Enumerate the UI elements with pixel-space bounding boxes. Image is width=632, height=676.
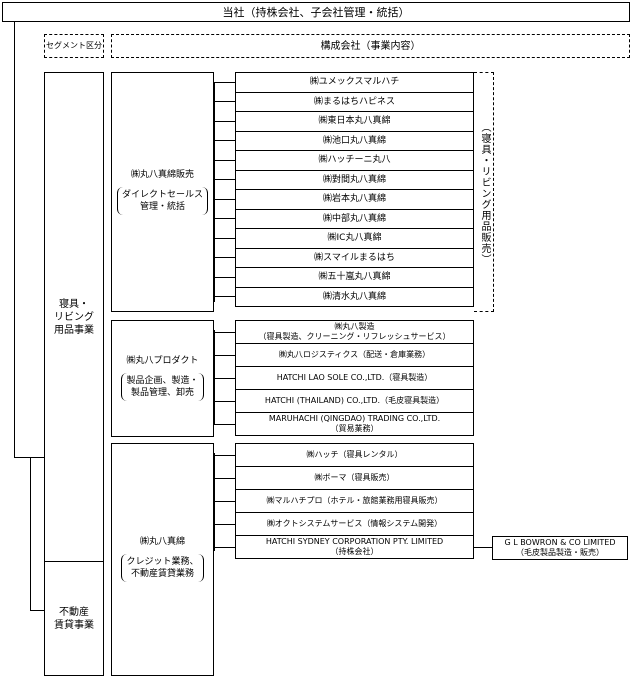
subsidiary-box: ㈱岩本丸八真綿	[235, 189, 474, 210]
subsidiary-label: MARUHACHI (QINGDAO) TRADING CO.,LTD. （貿易…	[268, 414, 441, 433]
segment-bedding: 寝具・ リビング 用品事業	[44, 72, 104, 562]
sub-connector	[214, 377, 235, 379]
sales-note-box	[474, 72, 494, 312]
companies-header-label: 構成会社（事業内容）	[320, 40, 421, 52]
realestate-link	[30, 610, 44, 611]
group-sales-role: ダイレクトセールス 管理・統括	[116, 187, 208, 215]
subsidiary-label: ㈱對間丸八真綿	[322, 174, 386, 185]
subsidiary-label: ㈱マルハチプロ（ホテル・旅館業務用寝具販売）	[266, 496, 443, 505]
group-product-box: ㈱丸八プロダクト 製品企画、製造・ 製品管理、卸売	[111, 320, 214, 437]
subsidiary-label: ㈱清水丸八真綿	[322, 291, 386, 302]
group-sales-box: ㈱丸八真綿販売 ダイレクトセールス 管理・統括	[111, 72, 214, 312]
sub-connector	[214, 500, 235, 502]
subsidiary-label: ㈱池口丸八真綿	[322, 135, 386, 146]
subsidiary-box: ㈱中部丸八真綿	[235, 208, 474, 229]
subsidiary-box: ㈱丸八ロジスティクス（配送・倉庫業務）	[235, 343, 474, 367]
subsidiary-label: HATCHI (THAILAND) CO.,LTD.（毛皮寝具製造）	[264, 396, 445, 405]
subsidiary-label: ㈱ボーマ（寝具販売）	[314, 473, 395, 482]
subsidiary-label: ㈱東日本丸八真綿	[318, 116, 391, 127]
subsidiary-box: ㈱對間丸八真綿	[235, 169, 474, 190]
subsidiary-box: HATCHI SYDNEY CORPORATION PTY. LIMITED （…	[235, 535, 474, 559]
sub-connector	[214, 423, 235, 425]
segment-bedding-label: 寝具・ リビング 用品事業	[54, 298, 94, 336]
sub-connector	[214, 276, 235, 278]
subsidiary-label: ㈱ハッチ（寝具レンタル）	[306, 450, 403, 459]
sub-connector	[214, 81, 235, 83]
sub-connector	[214, 120, 235, 122]
subsidiary-box: ㈱東日本丸八真綿	[235, 111, 474, 132]
group-maruhachi-role: クレジット業務、 不動産賃貸業務	[121, 554, 204, 582]
subsidiary-box: ㈱ボーマ（寝具販売）	[235, 466, 474, 490]
sales-note-label: （寝具・リビング用品販売）	[479, 122, 490, 265]
subsidiary-box: ㈱丸八製造 （寝具製造、クリーニング・リフレッシュサービス）	[235, 320, 474, 344]
subsidiary-box: ㈱IC丸八真綿	[235, 228, 474, 249]
subsidiary-label: ㈱オクトシステムサービス（情報システム開発）	[266, 519, 443, 528]
group-sales-spine	[214, 82, 215, 302]
group-product-role: 製品企画、製造・ 製品管理、卸売	[121, 373, 204, 401]
parent-company-box: 当社（持株会社、子会社管理・統括）	[2, 2, 630, 22]
subsidiary-box: ㈱まるはちハピネス	[235, 91, 474, 112]
sub-connector	[214, 477, 235, 479]
sub-connector	[214, 331, 235, 333]
realestate-vline	[30, 457, 31, 611]
companies-header: 構成会社（事業内容）	[111, 34, 630, 58]
subsidiary-label: ㈱ハッチーニ丸八	[318, 155, 391, 166]
subsidiary-box: HATCHI (THAILAND) CO.,LTD.（毛皮寝具製造）	[235, 389, 474, 413]
segment-header-label: セグメント区分	[46, 41, 102, 50]
group-maruhachi-box: ㈱丸八真綿 クレジット業務、 不動産賃貸業務	[111, 443, 214, 676]
subsidiary-label: ㈱まるはちハピネス	[313, 96, 395, 107]
subsidiary-label: HATCHI SYDNEY CORPORATION PTY. LIMITED （…	[265, 537, 444, 556]
subsidiary-box: HATCHI LAO SOLE CO.,LTD.（寝具製造）	[235, 366, 474, 390]
sub-connector	[214, 400, 235, 402]
segment-header: セグメント区分	[44, 34, 104, 58]
subsidiary-box: ㈱マルハチプロ（ホテル・旅館業務用寝具販売）	[235, 489, 474, 513]
subsidiary-label: HATCHI LAO SOLE CO.,LTD.（寝具製造）	[276, 373, 433, 382]
segment-realestate-label: 不動産 賃貸事業	[54, 606, 94, 631]
group-sales-company: ㈱丸八真綿販売	[130, 170, 194, 180]
sydney-to-affiliate	[474, 547, 492, 548]
trunk-line	[14, 22, 15, 458]
subsidiary-label: ㈱IC丸八真綿	[327, 233, 382, 244]
subsidiary-label: ㈱ユメックスマルハチ	[309, 77, 400, 88]
subsidiary-box: ㈱ユメックスマルハチ	[235, 72, 474, 93]
subsidiary-label: ㈱五十嵐丸八真綿	[318, 272, 391, 283]
subsidiary-label: ㈱中部丸八真綿	[322, 213, 386, 224]
subsidiary-label: ㈱岩本丸八真綿	[322, 194, 386, 205]
sub-connector	[214, 140, 235, 142]
group-product-company: ㈱丸八プロダクト	[126, 356, 199, 366]
subsidiary-box: MARUHACHI (QINGDAO) TRADING CO.,LTD. （貿易…	[235, 412, 474, 436]
group-maruhachi-spine	[214, 453, 215, 551]
sub-connector	[214, 546, 235, 548]
sub-connector	[214, 179, 235, 181]
subsidiary-label: ㈱丸八ロジスティクス（配送・倉庫業務）	[278, 350, 431, 359]
subsidiary-box: ㈱ハッチーニ丸八	[235, 150, 474, 171]
sub-connector	[214, 296, 235, 298]
sub-connector	[214, 159, 235, 161]
subsidiary-box: ㈱ハッチ（寝具レンタル）	[235, 443, 474, 467]
affiliate-label: G L BOWRON & CO LIMITED （毛皮製品製造・販売）	[504, 538, 616, 557]
subsidiary-box: ㈱池口丸八真綿	[235, 130, 474, 151]
subsidiary-box: ㈱五十嵐丸八真綿	[235, 267, 474, 288]
subsidiary-label: ㈱スマイルまるはち	[314, 252, 395, 263]
segment-realestate: 不動産 賃貸事業	[44, 561, 104, 676]
affiliate-box: G L BOWRON & CO LIMITED （毛皮製品製造・販売）	[492, 536, 628, 560]
subsidiary-box: ㈱オクトシステムサービス（情報システム開発）	[235, 512, 474, 536]
sub-connector	[214, 354, 235, 356]
sub-connector	[214, 454, 235, 456]
subsidiary-box: ㈱スマイルまるはち	[235, 247, 474, 268]
sub-connector	[214, 198, 235, 200]
subsidiary-box: ㈱清水丸八真綿	[235, 286, 474, 307]
sub-connector	[214, 101, 235, 103]
subsidiary-label: ㈱丸八製造 （寝具製造、クリーニング・リフレッシュサービス）	[258, 322, 451, 341]
sub-connector	[214, 237, 235, 239]
group-maruhachi-company: ㈱丸八真綿	[139, 537, 185, 547]
sub-connector	[214, 218, 235, 220]
parent-company-label: 当社（持株会社、子会社管理・統括）	[222, 5, 410, 19]
sub-connector	[214, 523, 235, 525]
sub-connector	[214, 257, 235, 259]
trunk-to-segments	[14, 457, 44, 458]
